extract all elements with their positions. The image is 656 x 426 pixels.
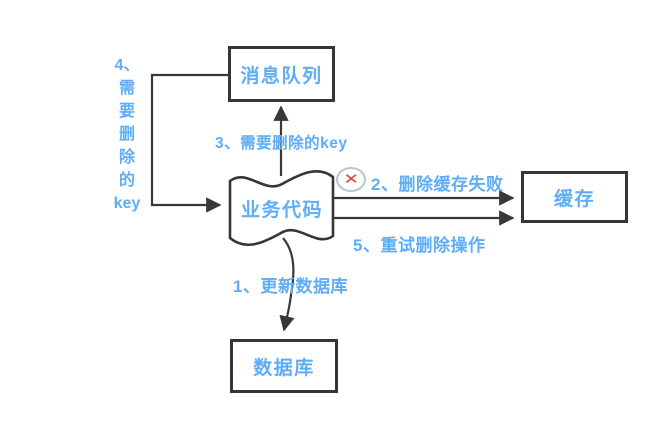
error-badge: ✕ <box>336 167 366 192</box>
node-database-label: 数据库 <box>253 357 315 379</box>
error-x-icon: ✕ <box>343 171 359 188</box>
edge-step2-label: 2、删除缓存失败 <box>371 175 504 194</box>
node-message-queue-label: 消息队列 <box>240 65 323 87</box>
edge-step4-line <box>150 73 228 213</box>
edge-step1-label: 1、更新数据库 <box>233 277 348 296</box>
edge-step1-line <box>279 237 295 332</box>
node-database: 数据库 <box>230 339 338 393</box>
business-code-shape <box>228 170 335 247</box>
node-business-code: 业务代码 <box>231 172 333 244</box>
edge-step4-label: 4、 需 要 删 除 的 key <box>113 57 141 212</box>
node-cache-label: 缓存 <box>553 188 595 210</box>
node-message-queue: 消息队列 <box>228 46 335 102</box>
edge-step3-label: 3、需要删除的key <box>215 135 348 152</box>
node-business-code-label: 业务代码 <box>240 199 323 221</box>
node-cache: 缓存 <box>521 171 628 223</box>
edge-step5-label: 5、重试删除操作 <box>353 236 486 255</box>
